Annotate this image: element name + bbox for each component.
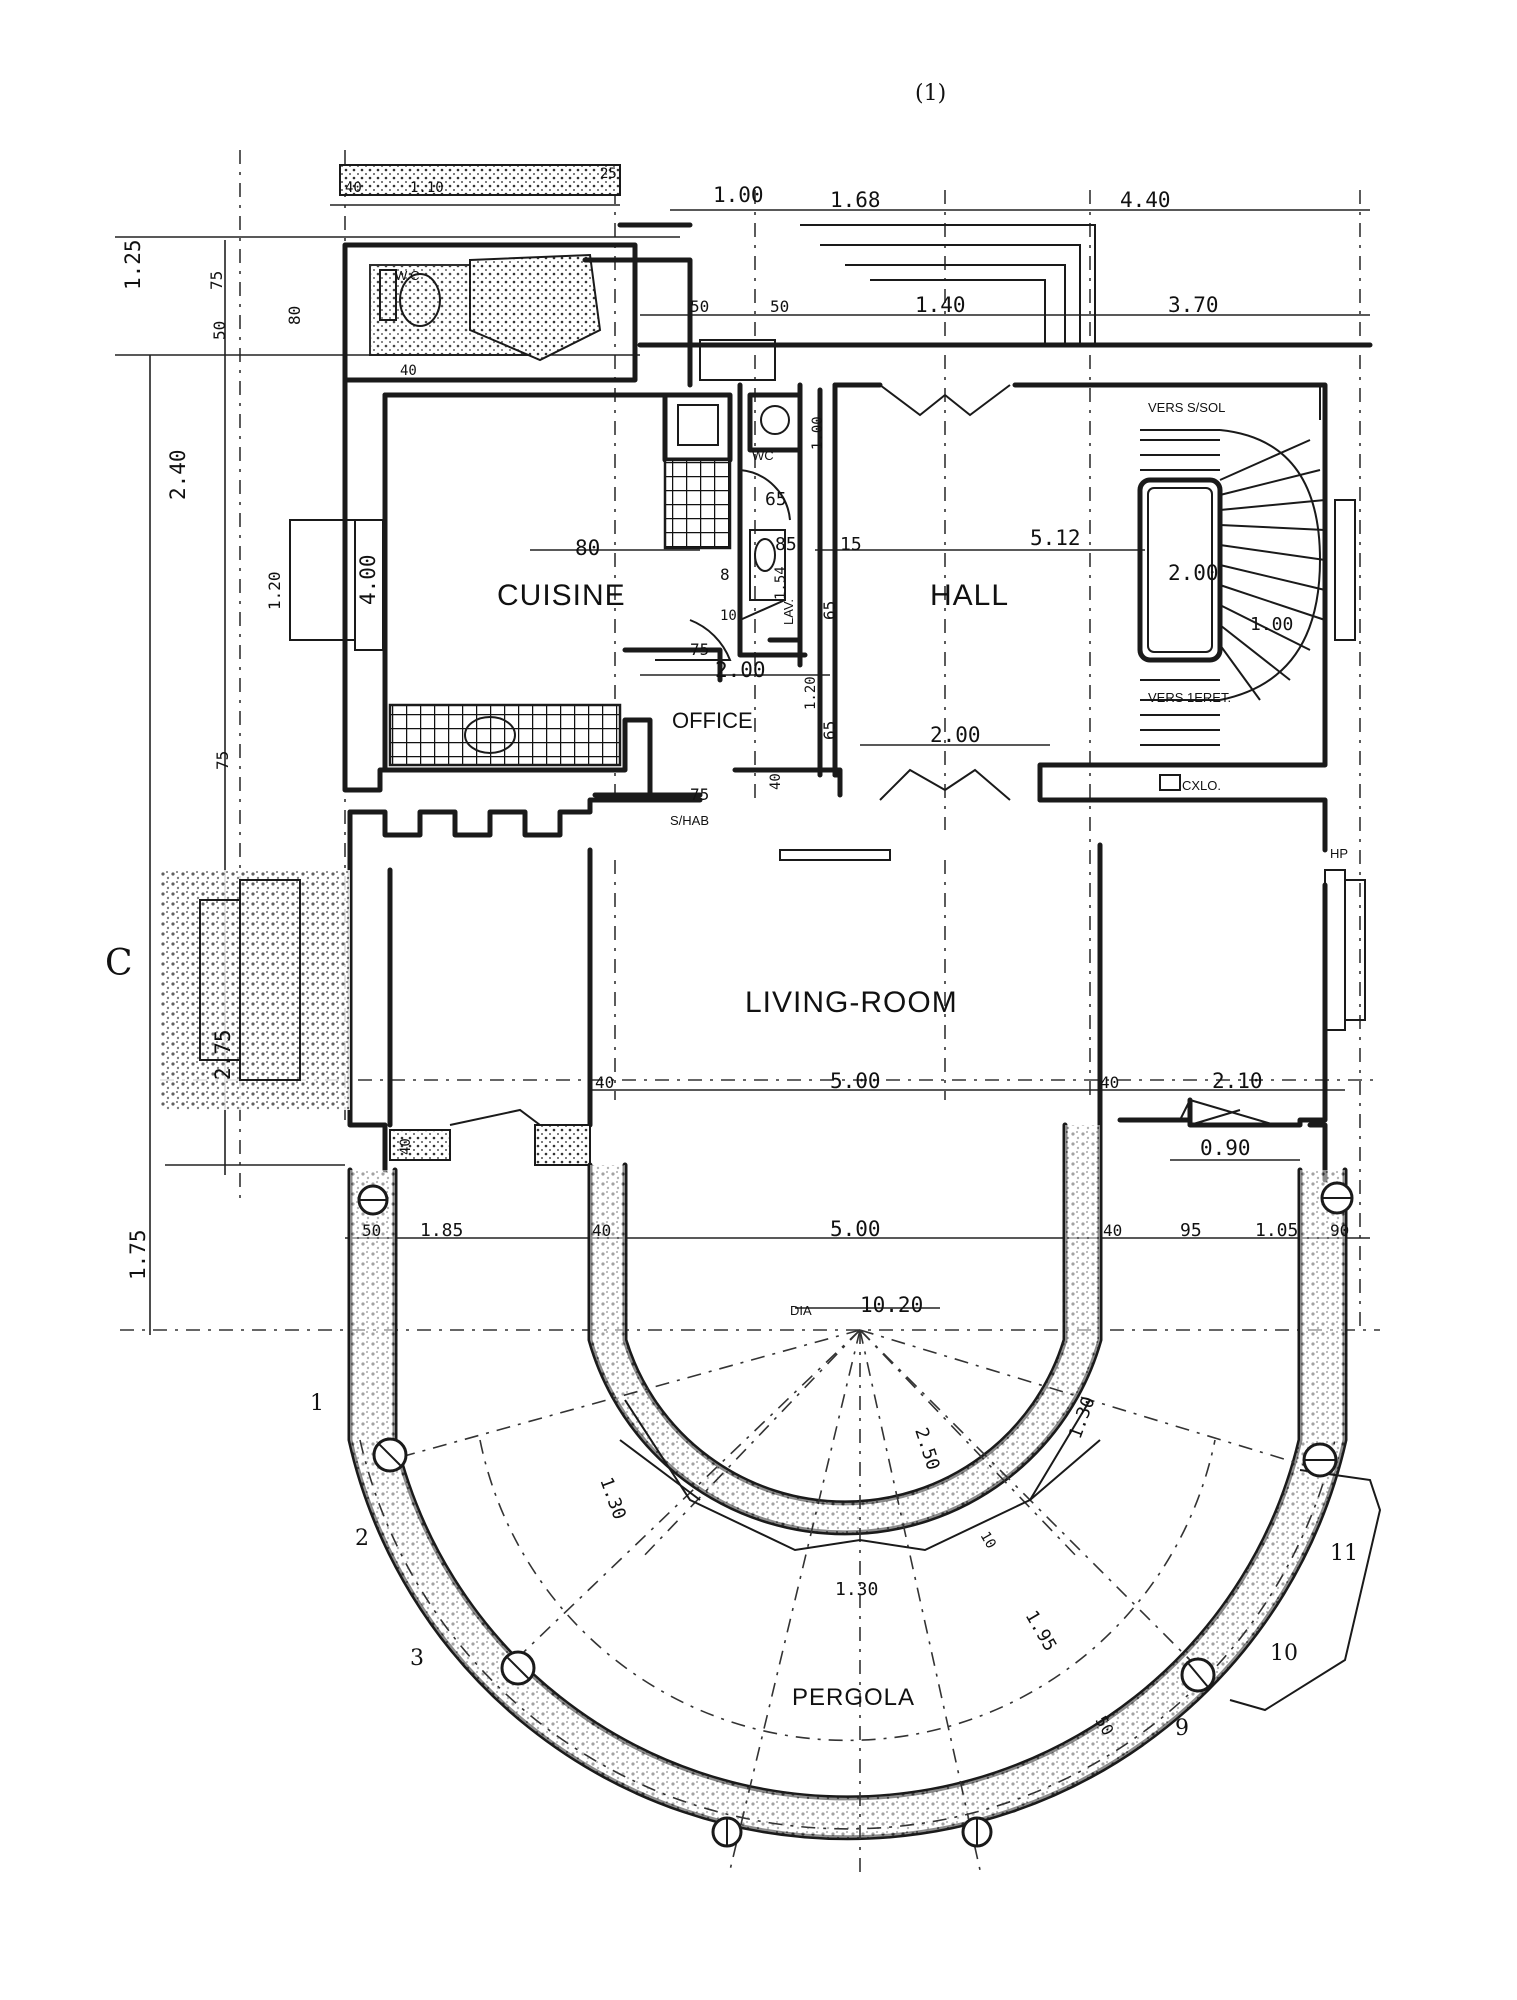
dim-left-2-75: 2.75 xyxy=(211,1029,235,1080)
page-number: (1) xyxy=(915,81,946,106)
dim-c-65b: 65 xyxy=(820,601,839,620)
dim-c-8: 8 xyxy=(720,565,730,584)
dim-lr-90: 90 xyxy=(1330,1221,1349,1240)
doors xyxy=(449,384,1276,1126)
dim-lr-2-10: 2.10 xyxy=(1212,1069,1263,1093)
dim-top-1-68: 1.68 xyxy=(830,188,881,212)
dim-c-65a: 65 xyxy=(765,489,787,510)
dia-label: DIA xyxy=(790,1303,812,1318)
dim-3-70: 3.70 xyxy=(1168,293,1219,317)
dim-c-1-54: 1.54 xyxy=(773,566,789,600)
dim-pergola-1-30a: 1.30 xyxy=(595,1475,630,1523)
dim-50a: 50 xyxy=(690,297,709,316)
dim-c-10: 10 xyxy=(720,608,737,624)
room-label-lav: LAV. xyxy=(781,599,796,625)
ref-number-11: 11 xyxy=(1330,1541,1358,1566)
side-mark: C xyxy=(105,943,133,984)
dim-left-1-20: 1.20 xyxy=(265,571,284,610)
dim-top-40: 40 xyxy=(345,180,362,196)
cuisine-fixtures xyxy=(289,392,733,767)
room-label-cuisine: CUISINE xyxy=(497,579,626,612)
dim-top-1-10: 1.10 xyxy=(410,180,444,196)
dim-wc-1-00: 1.00 xyxy=(810,416,826,450)
dim-left-50: 50 xyxy=(210,321,229,340)
dim-c-80: 80 xyxy=(575,536,600,560)
dim-left-1-25: 1.25 xyxy=(121,239,145,290)
wc-fixtures xyxy=(699,339,803,601)
dim-c-5-12: 5.12 xyxy=(1030,526,1081,550)
dim-stair-2-00: 2.00 xyxy=(1168,561,1219,585)
dim-lr-40d: 40 xyxy=(592,1221,611,1240)
room-label-wc-top: W.C xyxy=(395,268,420,283)
dim-1-40: 1.40 xyxy=(915,293,966,317)
dim-office-2-00: 2.00 xyxy=(715,658,766,682)
top-service-block xyxy=(339,164,693,388)
dim-c-15: 15 xyxy=(840,534,862,555)
dim-c-40b: 40 xyxy=(400,363,417,379)
room-label-hall: HALL xyxy=(930,579,1009,612)
dim-c-4-00: 4.00 xyxy=(356,554,380,605)
dim-lr-40e: 40 xyxy=(1103,1221,1122,1240)
dim-stair-1-00: 1.00 xyxy=(1250,614,1293,635)
dim-left-80: 80 xyxy=(285,306,304,325)
dim-pergola-2-50: 2.50 xyxy=(910,1425,943,1473)
s-hab-label: S/HAB xyxy=(670,813,709,828)
dim-c-75: 75 xyxy=(690,640,709,659)
dim-c-40a: 40 xyxy=(768,773,784,790)
living-windows xyxy=(779,849,1366,1031)
dim-c-1-20: 1.20 xyxy=(803,676,819,710)
ref-number-3: 3 xyxy=(410,1646,424,1671)
room-labels: (1) C CUISINE HALL OFFICE LIVING-ROOM PE… xyxy=(105,81,1358,1741)
ref-number-10: 10 xyxy=(1270,1641,1298,1666)
ref-number-2: 2 xyxy=(355,1526,369,1551)
columns xyxy=(357,1181,1354,1848)
ref-number-1: 1 xyxy=(310,1391,324,1416)
dim-top-25: 25 xyxy=(600,166,617,182)
dim-left-1-75: 1.75 xyxy=(126,1229,150,1280)
dim-lr-95: 95 xyxy=(1180,1220,1202,1241)
dim-50b: 50 xyxy=(770,297,789,316)
dim-left-2-40: 2.40 xyxy=(166,449,190,500)
room-label-living: LIVING-ROOM xyxy=(745,986,958,1019)
building-walls xyxy=(342,377,1328,1183)
dim-lr-0-90: 0.90 xyxy=(1200,1136,1251,1160)
dim-lr-1-85: 1.85 xyxy=(420,1220,463,1241)
staircase xyxy=(1137,384,1356,791)
dim-lr-40b: 40 xyxy=(1100,1073,1119,1092)
dim-pergola-1-30c: 1.30 xyxy=(835,1579,878,1600)
dim-pergola-1-95: 1.95 xyxy=(1021,1607,1061,1655)
axis-lines xyxy=(120,150,1380,1331)
ref-number-9: 9 xyxy=(1175,1716,1189,1741)
entrance-canopy xyxy=(637,224,1373,348)
dim-hall-2-00: 2.00 xyxy=(930,723,981,747)
cxlo-label: CXLO. xyxy=(1182,778,1221,793)
dim-top-4-40: 4.40 xyxy=(1120,188,1171,212)
dim-left-75b: 75 xyxy=(213,751,232,770)
hp-label: HP xyxy=(1330,846,1348,861)
stair-down-label: VERS 1ERET. xyxy=(1148,690,1231,705)
dim-pergola-10-20: 10.20 xyxy=(860,1293,923,1317)
pergola xyxy=(347,1122,1382,1880)
dim-lr-1-05: 1.05 xyxy=(1255,1220,1298,1241)
dim-lr-5-00b: 5.00 xyxy=(830,1217,881,1241)
dim-office-75: 75 xyxy=(690,785,709,804)
dim-top-1-00: 1.00 xyxy=(713,183,764,207)
room-label-wc: WC xyxy=(752,448,774,463)
dim-lr-5-00a: 5.00 xyxy=(830,1069,881,1093)
dim-c-65c: 65 xyxy=(820,721,839,740)
dim-c-85: 85 xyxy=(775,534,797,555)
dim-lr-40a: 40 xyxy=(595,1073,614,1092)
room-label-pergola: PERGOLA xyxy=(792,1684,915,1711)
dim-lr-50: 50 xyxy=(362,1221,381,1240)
stair-up-label: VERS S/SOL xyxy=(1148,400,1225,415)
room-label-office: OFFICE xyxy=(672,708,753,733)
dim-left-75: 75 xyxy=(207,271,226,290)
dim-lr-40c: 40 xyxy=(398,1138,414,1155)
dim-pergola-10: 10 xyxy=(977,1529,999,1552)
left-terrace-shading xyxy=(160,870,591,1166)
